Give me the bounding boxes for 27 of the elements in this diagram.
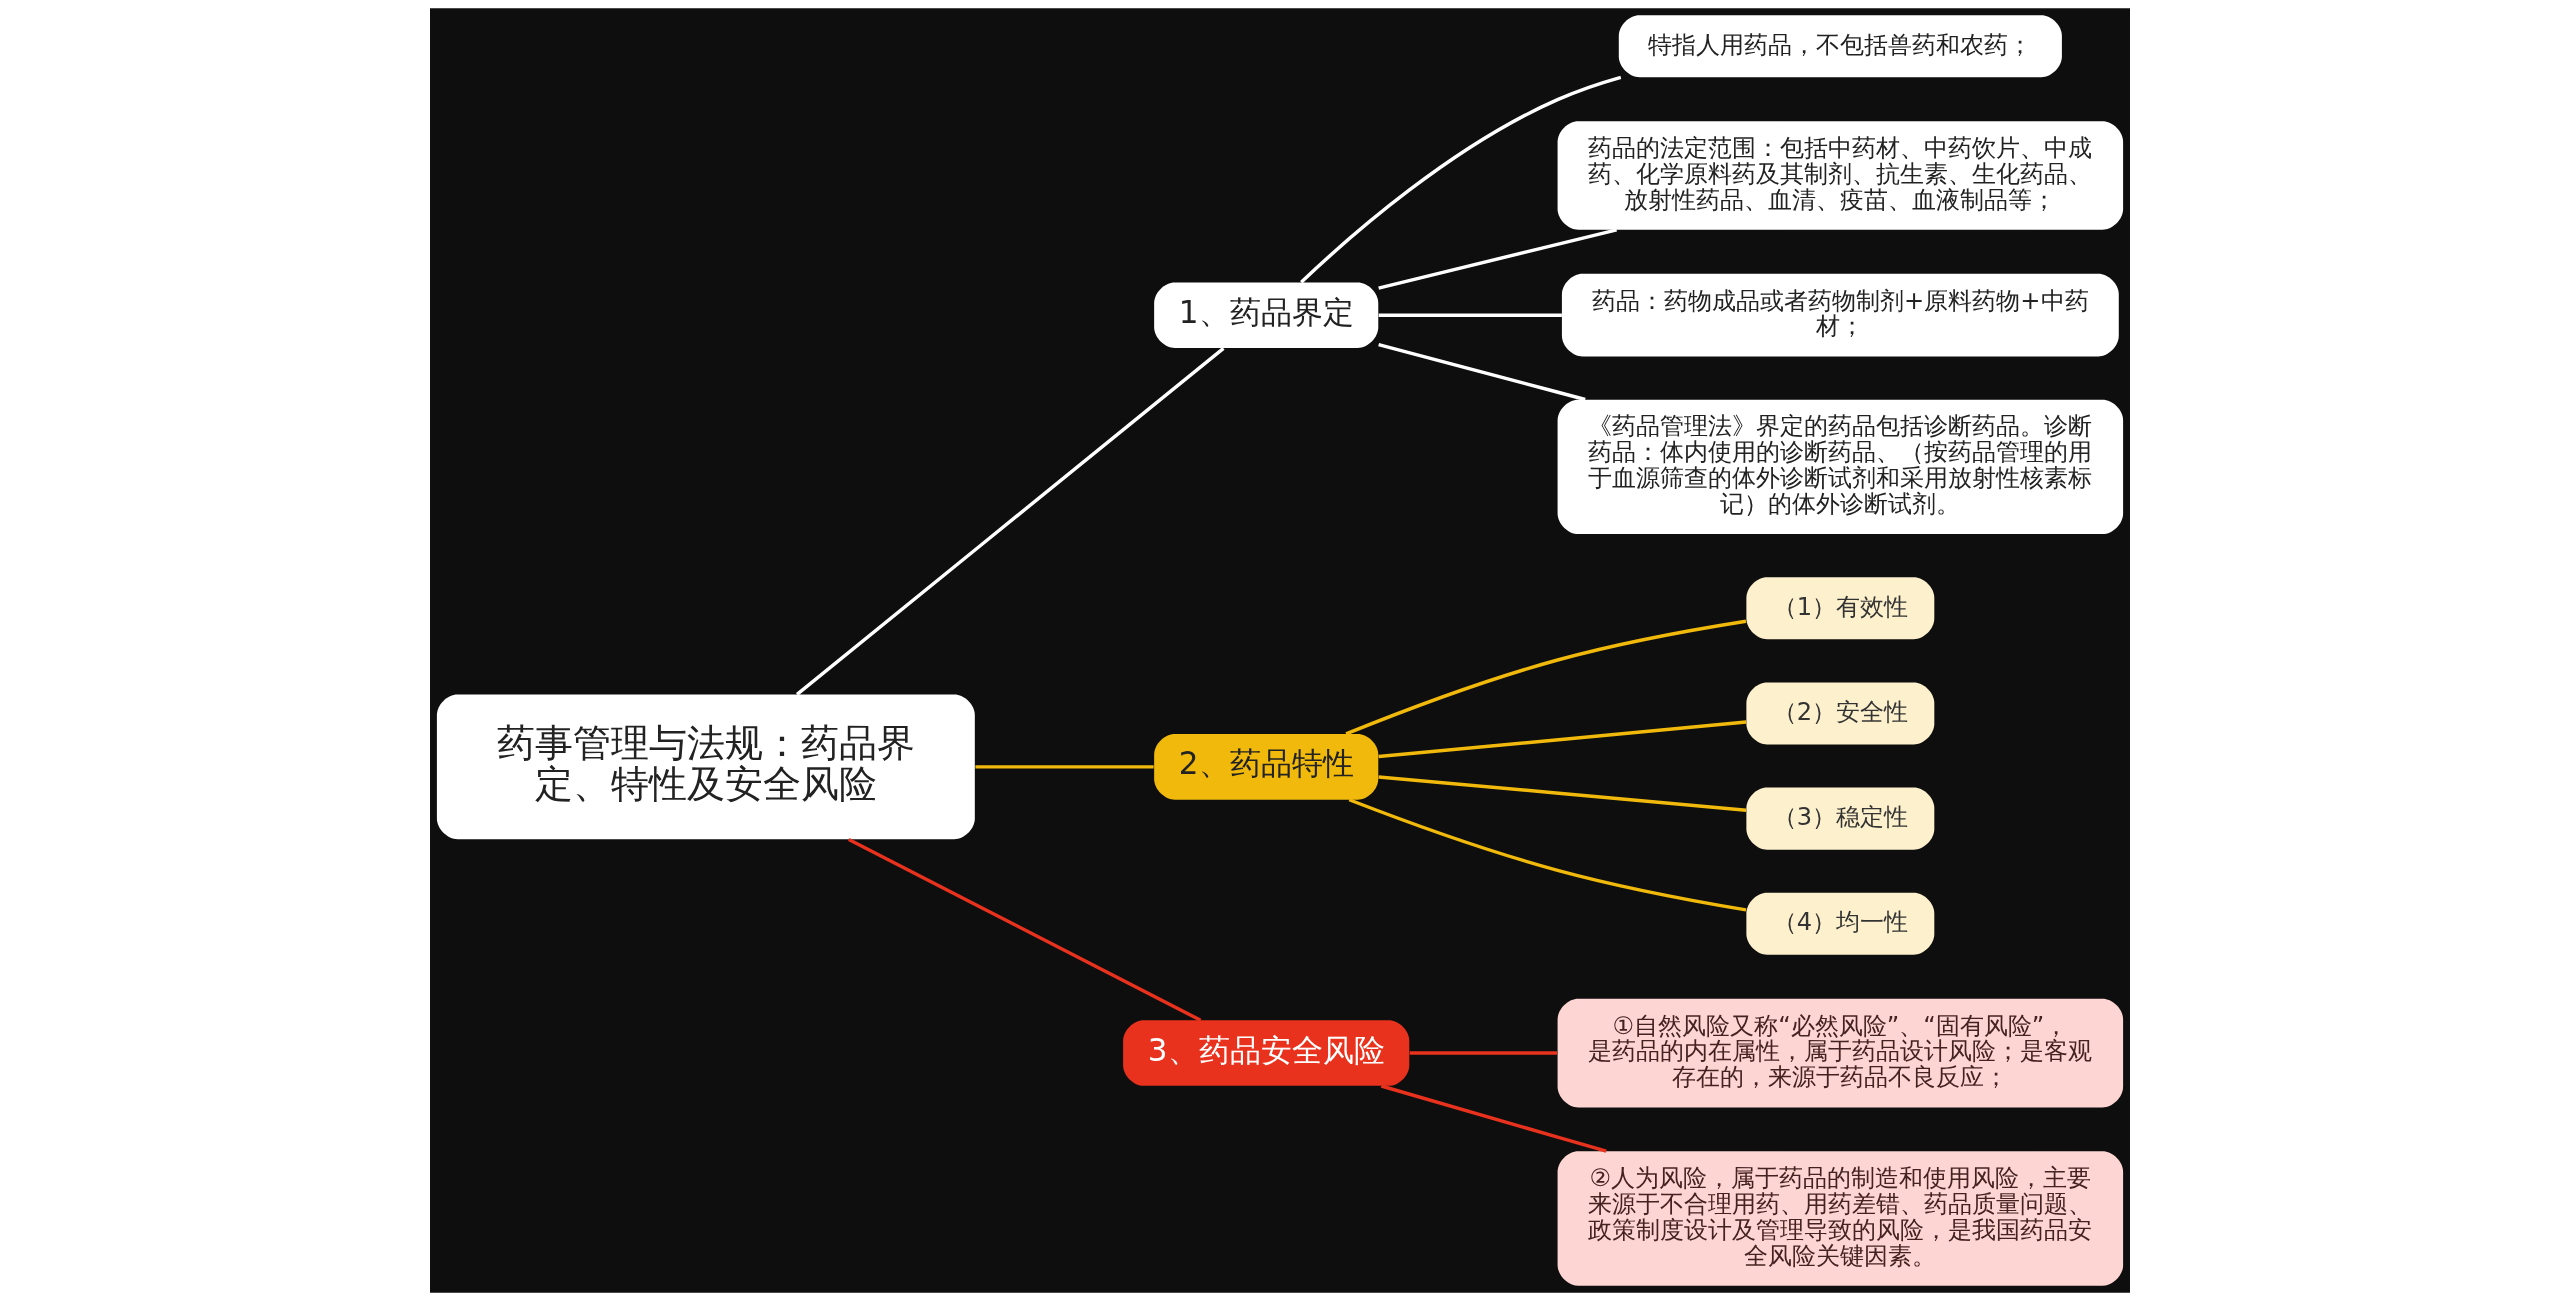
connector xyxy=(1380,1084,1607,1153)
connector xyxy=(1345,619,1747,736)
connector xyxy=(1378,720,1747,759)
node-box: 特指人用药品，不包括兽药和农药； xyxy=(1618,15,2062,78)
connector xyxy=(1409,1051,1558,1055)
connector xyxy=(975,765,1154,769)
connector xyxy=(1300,75,1622,284)
node-box: ②人为风险，属于药品的制造和使用风险，主要来源于不合理用药、用药差错、药品质量问题、政策制度设计及管理导致的风险，是我国药品安全风险关键因素。 xyxy=(1557,1151,2124,1286)
connector xyxy=(1348,798,1747,912)
node-box: 1、药品界定 xyxy=(1154,282,1379,348)
node-box: 药品的法定范围：包括中药材、中药饮片、中成药、化学原料药及其制剂、抗生素、生化药品、放射性药品、血清、疫苗、血液制品等； xyxy=(1557,121,2124,230)
connector xyxy=(1378,313,1562,317)
node-box: （3）稳定性 xyxy=(1746,787,1935,850)
node-box: （4）均一性 xyxy=(1746,892,1935,955)
node-box: 《药品管理法》界定的药品包括诊断药品。诊断药品：体内使用的诊断药品、（按药品管理的用于血源筛查的体外诊断试剂和采用放射性核素标记）的体外诊断试剂。 xyxy=(1557,399,2124,535)
connector xyxy=(1378,228,1617,290)
node-box: 3、药品安全风险 xyxy=(1123,1020,1410,1086)
node-box: （1）有效性 xyxy=(1746,577,1935,640)
connector xyxy=(848,837,1202,1022)
node-box: ①自然风险又称“必然风险”、“固有风险”，是药品的内在属性，属于药品设计风险；是客观存在的，来源于药品不良反应； xyxy=(1557,998,2124,1108)
connector xyxy=(796,347,1225,696)
node-box: 药事管理与法规：药品界定、特性及安全风险 xyxy=(436,694,975,840)
connector xyxy=(1378,342,1586,402)
node-box: （2）安全性 xyxy=(1746,682,1935,745)
node-box: 药品：药物成品或者药物制剂+原料药物+中药材； xyxy=(1561,273,2119,357)
connector xyxy=(1378,775,1747,812)
node-box: 2、药品特性 xyxy=(1154,734,1379,800)
